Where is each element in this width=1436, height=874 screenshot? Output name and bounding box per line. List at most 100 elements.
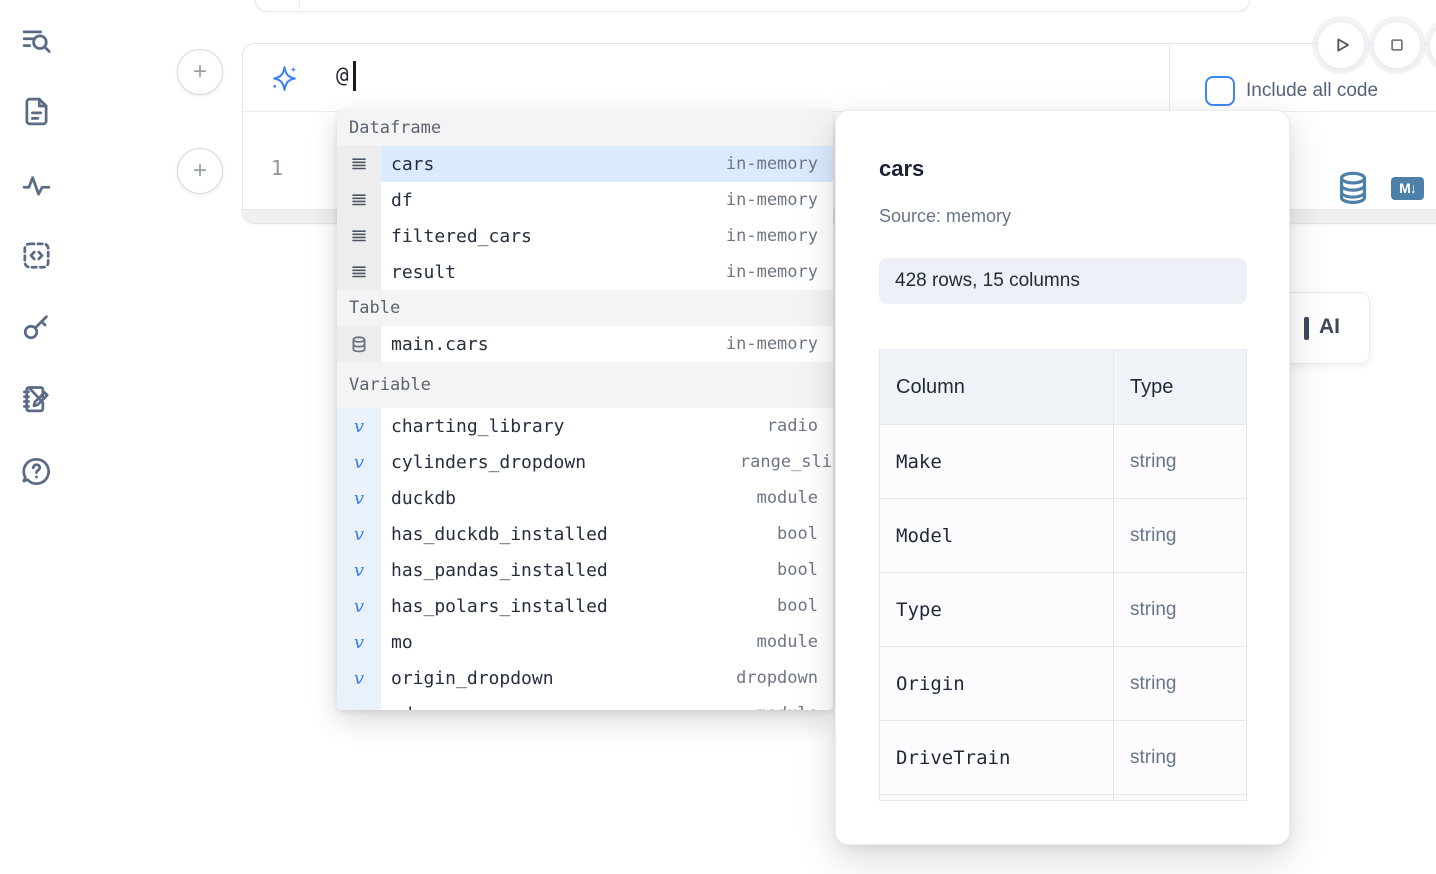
icon-gutter: v (337, 588, 381, 624)
help-chat-icon (21, 457, 50, 485)
include-all-code-checkbox[interactable] (1205, 76, 1235, 106)
variable-icon: v (353, 667, 365, 689)
sparkles-icon (273, 66, 297, 91)
item-type: bool (777, 524, 818, 544)
variable-icon: v (354, 704, 364, 711)
completion-item[interactable]: v charting_library radio (337, 408, 833, 444)
sidebar-item-scratchpad[interactable] (18, 380, 54, 416)
stop-icon (1391, 39, 1403, 51)
icon-gutter: v (337, 480, 381, 516)
schema-column-header: Column (896, 375, 965, 398)
sidebar-item-tracing[interactable] (18, 166, 54, 202)
icon-gutter (337, 254, 381, 290)
completion-item[interactable]: cars in-memory (337, 146, 833, 182)
variable-icon: v (353, 595, 365, 617)
schema-column-type: string (1130, 672, 1177, 694)
dataframe-icon (352, 158, 366, 170)
completion-item[interactable]: result in-memory (337, 254, 833, 290)
completion-item[interactable]: v origin_dropdown dropdown (337, 660, 833, 696)
dataframe-icon (352, 230, 366, 242)
add-cell-button-top[interactable]: + (177, 49, 223, 95)
item-name: cylinders_dropdown (391, 451, 587, 473)
sidebar-item-help[interactable] (18, 453, 54, 489)
item-type: in-memory (725, 190, 818, 210)
schema-type-header: Type (1130, 375, 1174, 398)
previous-cell-edge (255, 0, 1250, 12)
dataframe-icon (352, 266, 366, 278)
sidebar-item-files[interactable] (18, 93, 54, 129)
prompt-text: @ (336, 63, 349, 87)
sidebar-item-snippets[interactable] (18, 237, 54, 273)
activity-icon (22, 175, 50, 195)
completion-item[interactable]: v cylinders_dropdown range_sli (337, 444, 833, 480)
item-name: cars (391, 153, 435, 175)
completion-item[interactable]: v pd module (337, 696, 833, 710)
sidebar-item-secrets[interactable] (18, 308, 54, 344)
preview-title: cars (879, 156, 925, 181)
schema-row: DriveTrain string (880, 720, 1246, 794)
preview-popover: cars Source: memory 428 rows, 15 columns… (835, 110, 1290, 845)
item-name: has_pandas_installed (391, 559, 608, 581)
schema-row: Type string (880, 572, 1246, 646)
item-name: has_polars_installed (391, 595, 608, 617)
completion-item[interactable]: v duckdb module (337, 480, 833, 516)
play-icon (1337, 38, 1349, 52)
ai-prompt-input[interactable]: @ Include all code (243, 44, 1436, 112)
convert-to-sql-button[interactable] (1337, 170, 1369, 206)
item-type: in-memory (725, 154, 818, 174)
item-name: pd (381, 704, 757, 711)
icon-gutter: v (337, 552, 381, 588)
completion-item[interactable]: main.cars in-memory (337, 326, 833, 362)
completion-item[interactable]: v has_pandas_installed bool (337, 552, 833, 588)
prompt-divider (1169, 44, 1170, 110)
completion-item[interactable]: df in-memory (337, 182, 833, 218)
completion-popup: Dataframe cars in-memory df in-memory fi… (337, 110, 833, 710)
sidebar-item-search[interactable] (18, 23, 54, 59)
icon-gutter (337, 182, 381, 218)
variable-icon: v (353, 559, 365, 581)
preview-shape-badge: 428 rows, 15 columns (879, 258, 1247, 304)
icon-gutter: v (337, 624, 381, 660)
item-name: has_duckdb_installed (391, 523, 608, 545)
completion-section-header-dataframe: Dataframe (337, 110, 833, 146)
database-icon (1339, 171, 1367, 205)
item-type: radio (766, 416, 818, 436)
icon-gutter: v (337, 516, 381, 552)
icon-gutter: v (337, 696, 381, 710)
variable-icon: v (353, 631, 365, 653)
completion-section-header-variable: Variable (337, 362, 833, 408)
item-type: in-memory (725, 262, 818, 282)
item-name: charting_library (391, 415, 565, 437)
ai-button-label: AI (1319, 315, 1340, 338)
schema-column-name: Model (896, 524, 954, 547)
list-search-icon (22, 30, 51, 53)
completion-item[interactable]: v has_polars_installed bool (337, 588, 833, 624)
icon-gutter: v (337, 444, 381, 480)
item-type: module (757, 704, 833, 710)
icon-gutter: v (337, 408, 381, 444)
variable-icon: v (353, 523, 365, 545)
schema-column-name: Origin (896, 672, 965, 695)
completion-item[interactable]: v has_duckdb_installed bool (337, 516, 833, 552)
schema-column-name: Type (896, 598, 942, 621)
item-name: df (391, 189, 413, 211)
schema-column-type: string (1130, 450, 1177, 472)
variable-icon: v (353, 451, 365, 473)
key-icon (23, 314, 48, 339)
completion-item[interactable]: filtered_cars in-memory (337, 218, 833, 254)
stop-button[interactable] (1373, 21, 1421, 69)
item-type: range_sli (739, 452, 832, 472)
add-cell-button-bottom[interactable]: + (177, 148, 223, 194)
item-type: bool (777, 560, 818, 580)
plus-icon: + (192, 58, 207, 85)
variable-icon: v (353, 415, 365, 437)
item-type: module (756, 632, 818, 652)
editor-line-number: 1 (271, 156, 284, 180)
item-name: result (391, 261, 457, 283)
convert-to-markdown-button[interactable]: M↓ (1391, 177, 1424, 200)
run-cell-button[interactable] (1317, 21, 1365, 69)
schema-column-type: string (1130, 598, 1177, 620)
sidebar (0, 0, 72, 874)
completion-item[interactable]: v mo module (337, 624, 833, 660)
